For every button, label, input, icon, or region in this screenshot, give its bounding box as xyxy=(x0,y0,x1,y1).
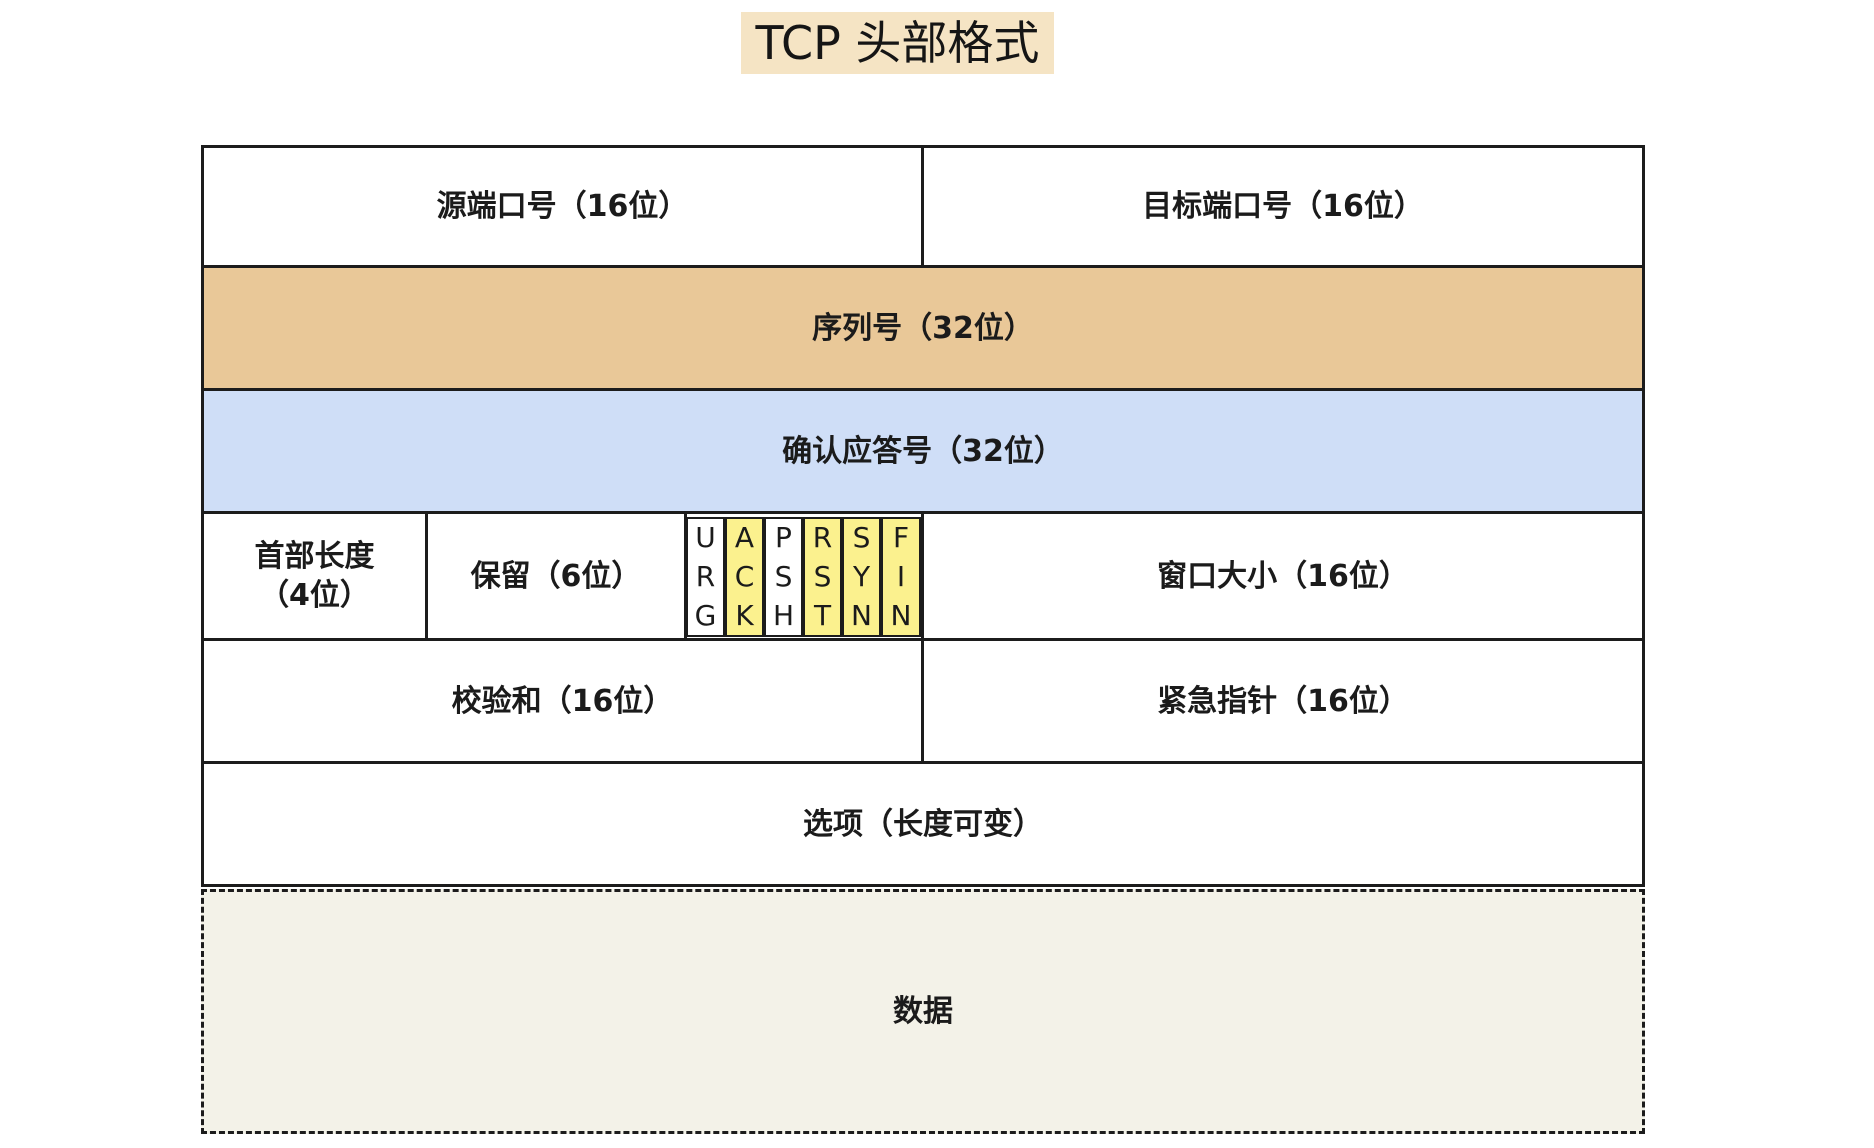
reserved-label: 保留（6位） xyxy=(470,558,642,594)
flag-ack-letter-3: K xyxy=(735,598,754,632)
flag-urg-letter-2: R xyxy=(695,559,716,593)
flag-syn-letter-3: N xyxy=(851,598,872,632)
flag-urg-letter-1: U xyxy=(695,521,716,555)
flag-fin-letter-2: I xyxy=(896,559,906,593)
options-field: 选项（长度可变） xyxy=(201,761,1645,887)
acknowledgment-number-field: 确认应答号（32位） xyxy=(201,388,1645,514)
flag-ack: A C K xyxy=(725,517,764,637)
flag-rst-letter-1: R xyxy=(812,521,833,555)
diagram-title: TCP 头部格式 xyxy=(741,12,1054,74)
acknowledgment-number-label: 确认应答号（32位） xyxy=(782,433,1064,469)
header-length-label-line2: （4位） xyxy=(259,578,370,613)
flag-fin: F I N xyxy=(881,517,921,637)
data-field: 数据 xyxy=(201,889,1645,1134)
checksum-label: 校验和（16位） xyxy=(451,683,674,719)
flag-psh-letter-1: P xyxy=(775,521,792,555)
flag-rst-letter-3: T xyxy=(813,598,832,632)
flag-psh-letter-3: H xyxy=(772,598,795,632)
flag-psh: P S H xyxy=(764,517,803,637)
flag-rst: R S T xyxy=(803,517,842,637)
flag-ack-letter-1: A xyxy=(734,521,755,555)
window-size-label: 窗口大小（16位） xyxy=(1157,558,1409,594)
flag-urg: U R G xyxy=(686,517,725,637)
checksum-field: 校验和（16位） xyxy=(201,638,924,764)
options-label: 选项（长度可变） xyxy=(803,806,1043,842)
sequence-number-label: 序列号（32位） xyxy=(812,310,1034,346)
window-size-field: 窗口大小（16位） xyxy=(921,511,1645,641)
destination-port-field: 目标端口号（16位） xyxy=(921,145,1645,268)
urgent-pointer-field: 紧急指针（16位） xyxy=(921,638,1645,764)
header-length-label-line1: 首部长度 xyxy=(254,539,375,574)
urgent-pointer-label: 紧急指针（16位） xyxy=(1157,683,1409,719)
flag-syn-letter-1: S xyxy=(852,521,871,555)
flag-syn: S Y N xyxy=(842,517,881,637)
flag-syn-letter-2: Y xyxy=(852,559,871,593)
flag-fin-letter-3: N xyxy=(890,598,912,632)
reserved-field: 保留（6位） xyxy=(425,511,687,641)
sequence-number-field: 序列号（32位） xyxy=(201,265,1645,391)
header-length-field: 首部长度 （4位） xyxy=(201,511,428,641)
source-port-label: 源端口号（16位） xyxy=(436,189,689,224)
flag-rst-letter-2: S xyxy=(813,559,832,593)
flag-fin-letter-1: F xyxy=(892,521,910,555)
flag-ack-letter-2: C xyxy=(734,559,755,593)
data-label: 数据 xyxy=(893,994,953,1029)
destination-port-label: 目标端口号（16位） xyxy=(1142,189,1424,224)
flag-urg-letter-3: G xyxy=(694,598,717,632)
source-port-field: 源端口号（16位） xyxy=(201,145,924,268)
flag-psh-letter-2: S xyxy=(774,559,793,593)
